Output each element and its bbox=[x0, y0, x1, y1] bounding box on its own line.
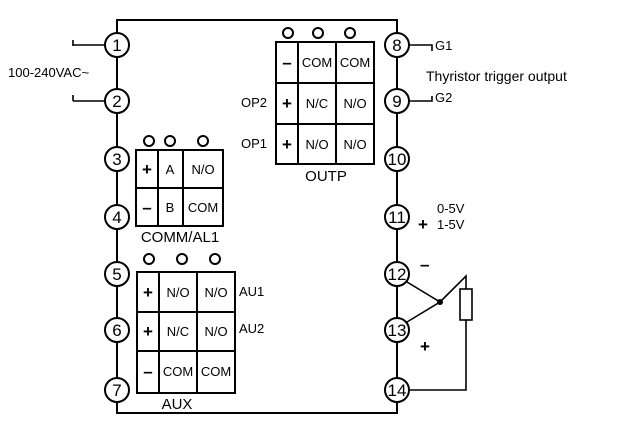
svg-text:12: 12 bbox=[388, 265, 407, 284]
svg-text:4: 4 bbox=[112, 208, 121, 227]
aux-block: + N/O N/O + N/C N/O – COM COM AU1 AU2 AU… bbox=[136, 253, 264, 413]
svg-text:10: 10 bbox=[388, 150, 407, 169]
rtd-plus: + bbox=[420, 337, 430, 356]
svg-text:1: 1 bbox=[112, 36, 121, 55]
svg-text:N/O: N/O bbox=[204, 285, 227, 300]
left-terminals: 1 2 3 4 5 6 7 bbox=[104, 32, 130, 403]
power-label: 100-240VAC~ bbox=[8, 65, 89, 80]
terminal-5: 5 bbox=[104, 261, 130, 287]
svg-text:COM: COM bbox=[302, 55, 332, 70]
svg-text:COM: COM bbox=[340, 55, 370, 70]
svg-text:5: 5 bbox=[112, 265, 121, 284]
terminal-13: 13 bbox=[384, 317, 410, 343]
svg-text:N/O: N/O bbox=[305, 137, 328, 152]
thyristor-label: Thyristor trigger output bbox=[426, 68, 567, 84]
terminal-8: 8 bbox=[384, 32, 410, 58]
svg-text:N/C: N/C bbox=[167, 324, 189, 339]
au2-label: AU2 bbox=[239, 321, 264, 336]
housing-outline bbox=[116, 19, 398, 414]
svg-text:6: 6 bbox=[112, 321, 121, 340]
svg-text:+: + bbox=[282, 135, 292, 154]
rtd-sensor: – + bbox=[406, 255, 473, 391]
g2-label: G2 bbox=[435, 90, 452, 105]
svg-text:+: + bbox=[143, 283, 153, 302]
au1-label: AU1 bbox=[239, 284, 264, 299]
range-1-5v: 1-5V bbox=[437, 217, 465, 232]
comm-al1-title: COMM/AL1 bbox=[141, 229, 219, 246]
svg-text:–: – bbox=[282, 53, 291, 72]
svg-text:8: 8 bbox=[392, 36, 401, 55]
svg-text:COM: COM bbox=[201, 364, 231, 379]
terminal-12: 12 bbox=[384, 261, 410, 287]
rtd-minus: – bbox=[420, 255, 429, 274]
right-terminals: 8 9 10 11 12 13 14 bbox=[384, 32, 410, 403]
terminal-4: 4 bbox=[104, 204, 130, 230]
svg-text:7: 7 bbox=[112, 381, 121, 400]
svg-text:+: + bbox=[143, 322, 153, 341]
resistor bbox=[459, 288, 473, 321]
svg-text:N/C: N/C bbox=[306, 96, 328, 111]
range-0-5v: 0-5V bbox=[437, 201, 465, 216]
terminal-1: 1 bbox=[104, 32, 130, 58]
svg-text:N/O: N/O bbox=[204, 324, 227, 339]
terminal-10: 10 bbox=[384, 146, 410, 172]
svg-text:N/O: N/O bbox=[166, 285, 189, 300]
power-leads: 100-240VAC~ bbox=[8, 40, 105, 102]
svg-text:COM: COM bbox=[188, 200, 218, 215]
op2-label: OP2 bbox=[241, 95, 267, 110]
g1-label: G1 bbox=[435, 38, 452, 53]
terminal-2: 2 bbox=[104, 88, 130, 114]
svg-text:14: 14 bbox=[388, 381, 407, 400]
analog-plus: + bbox=[418, 215, 428, 234]
svg-text:–: – bbox=[142, 198, 151, 217]
thyristor-leads: G1 G2 Thyristor trigger output bbox=[409, 38, 567, 105]
terminal-9: 9 bbox=[384, 88, 410, 114]
outp-title: OUTP bbox=[305, 168, 347, 185]
svg-text:A: A bbox=[166, 162, 175, 177]
terminal-7: 7 bbox=[104, 377, 130, 403]
svg-text:B: B bbox=[166, 200, 175, 215]
svg-text:2: 2 bbox=[112, 92, 121, 111]
comm-al1-block: + A N/O – B COM COMM/AL1 bbox=[135, 135, 224, 246]
svg-text:13: 13 bbox=[388, 321, 407, 340]
terminal-11: 11 bbox=[384, 204, 410, 230]
svg-text:11: 11 bbox=[388, 208, 406, 227]
svg-text:9: 9 bbox=[392, 92, 401, 111]
analog-input: 0-5V + 1-5V bbox=[418, 201, 465, 234]
terminal-14: 14 bbox=[384, 377, 410, 403]
outp-block: – COM COM + N/C N/O + N/O N/O OP2 OP1 OU… bbox=[241, 27, 375, 185]
op1-label: OP1 bbox=[241, 136, 267, 151]
svg-text:+: + bbox=[142, 160, 152, 179]
terminal-3: 3 bbox=[104, 146, 130, 172]
svg-text:COM: COM bbox=[163, 364, 193, 379]
svg-text:–: – bbox=[143, 362, 152, 381]
svg-text:N/O: N/O bbox=[191, 162, 214, 177]
svg-text:N/O: N/O bbox=[343, 96, 366, 111]
svg-text:3: 3 bbox=[112, 150, 121, 169]
svg-text:+: + bbox=[282, 94, 292, 113]
aux-title: AUX bbox=[162, 396, 193, 413]
terminal-6: 6 bbox=[104, 317, 130, 343]
svg-text:N/O: N/O bbox=[343, 137, 366, 152]
